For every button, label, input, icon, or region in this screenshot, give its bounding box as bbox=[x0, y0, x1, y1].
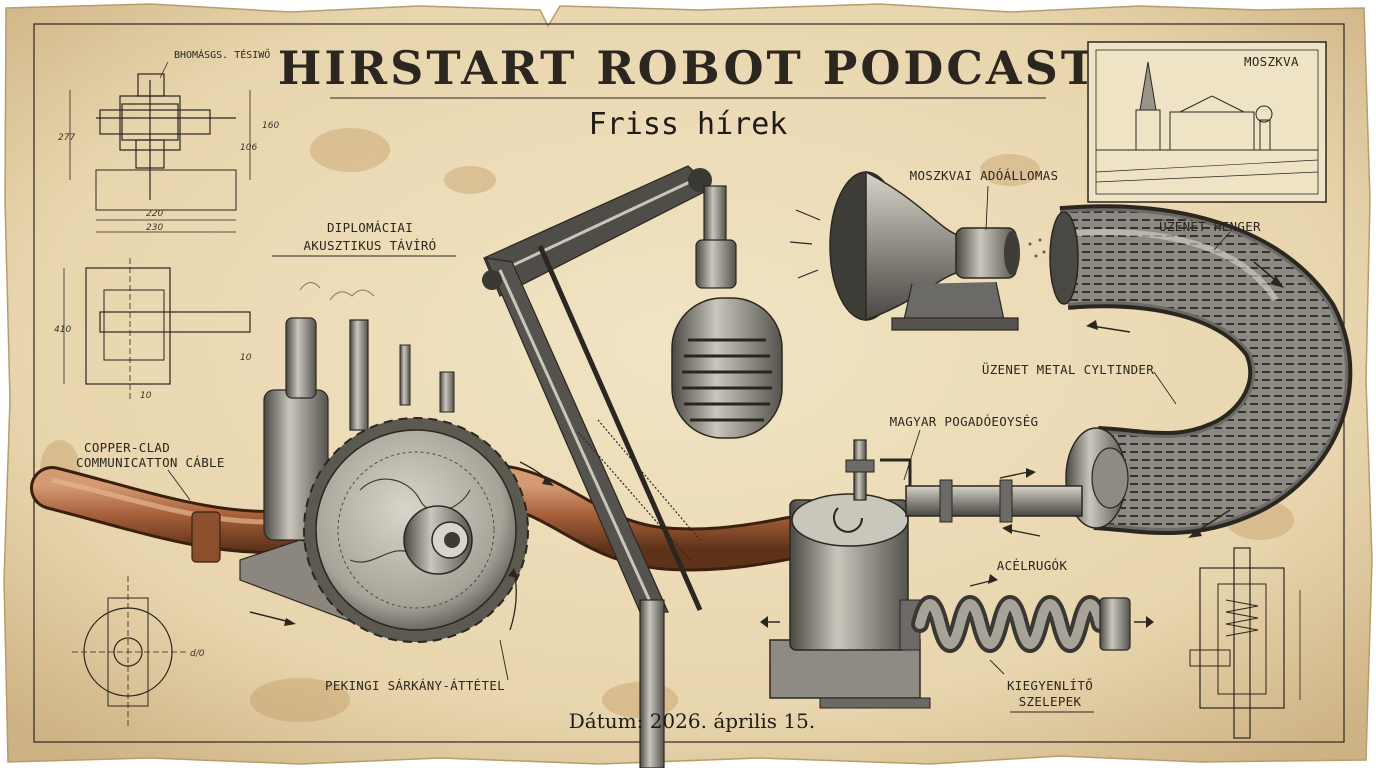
dim-230: 230 bbox=[146, 223, 163, 233]
moscow-inset-label: MOSZKVA bbox=[1244, 54, 1299, 69]
dim-10: 10 bbox=[240, 353, 252, 363]
dim-d0: d/0 bbox=[190, 649, 205, 659]
label-moszkvai: MOSZKVAI ADÓÁLLOMAS bbox=[910, 168, 1059, 183]
dim-160: 160 bbox=[262, 121, 279, 131]
label-uzenet-henger: ÜZENET HENGER bbox=[1159, 218, 1261, 234]
label-magyar: MAGYAR POGADÓEOYSÉG bbox=[890, 414, 1039, 429]
moscow-horn-transmitter bbox=[789, 170, 1054, 331]
label-bhomasgos: BHOMÁSGS. TÉSIWŐ bbox=[174, 47, 270, 61]
technical-drawing-left-middle: 410 10 10 bbox=[54, 258, 252, 401]
label-copper-line1: COPPER-CLAD bbox=[84, 440, 170, 455]
dragon-gear-engine bbox=[239, 282, 554, 643]
label-kiegyenlito-line1: KIEGYENLÍTŐ bbox=[1007, 678, 1093, 693]
moscow-inset: MOSZKVA bbox=[1087, 41, 1327, 203]
dim-10b: 10 bbox=[140, 391, 152, 401]
microphone-boom-arm bbox=[482, 165, 783, 768]
technical-drawing-top-left: 277 160 106 220 230 BHOMÁSGS. TÉSIWŐ bbox=[58, 47, 279, 233]
poster-date: Dátum: 2026. április 15. bbox=[569, 709, 815, 733]
dim-220: 220 bbox=[146, 209, 163, 219]
poster-title: HIRSTART ROBOT PODCAST bbox=[278, 41, 1098, 95]
label-diplomaciai-line2: AKUSZTIKUS TÁVÍRÓ bbox=[303, 238, 436, 253]
poster-subtitle: Friss hírek bbox=[589, 107, 788, 142]
dim-410: 410 bbox=[54, 325, 71, 335]
label-acelrugok: ACÉLRUGÓK bbox=[997, 558, 1068, 573]
label-diplomaciai-line1: DIPLOMÁCIAI bbox=[327, 220, 413, 235]
dim-277: 277 bbox=[58, 133, 75, 143]
hungarian-receiver-assembly bbox=[760, 429, 1154, 709]
technical-drawing-bottom-right bbox=[1189, 547, 1301, 739]
label-kiegyenlito-line2: SZELEPEK bbox=[1019, 694, 1082, 709]
label-copper-line2: COMMUNICATTON CÁBLE bbox=[76, 455, 225, 470]
label-uzenet-metal: ÜZENET METAL CYLTINDER bbox=[982, 361, 1154, 377]
dim-106: 106 bbox=[240, 143, 257, 153]
label-pekingi: PEKINGI SÁRKÁNY-ÁTTÉTEL bbox=[325, 678, 505, 693]
message-cylinder-tube bbox=[1049, 204, 1353, 538]
technical-drawing-bottom-left: d/0 bbox=[72, 576, 205, 726]
